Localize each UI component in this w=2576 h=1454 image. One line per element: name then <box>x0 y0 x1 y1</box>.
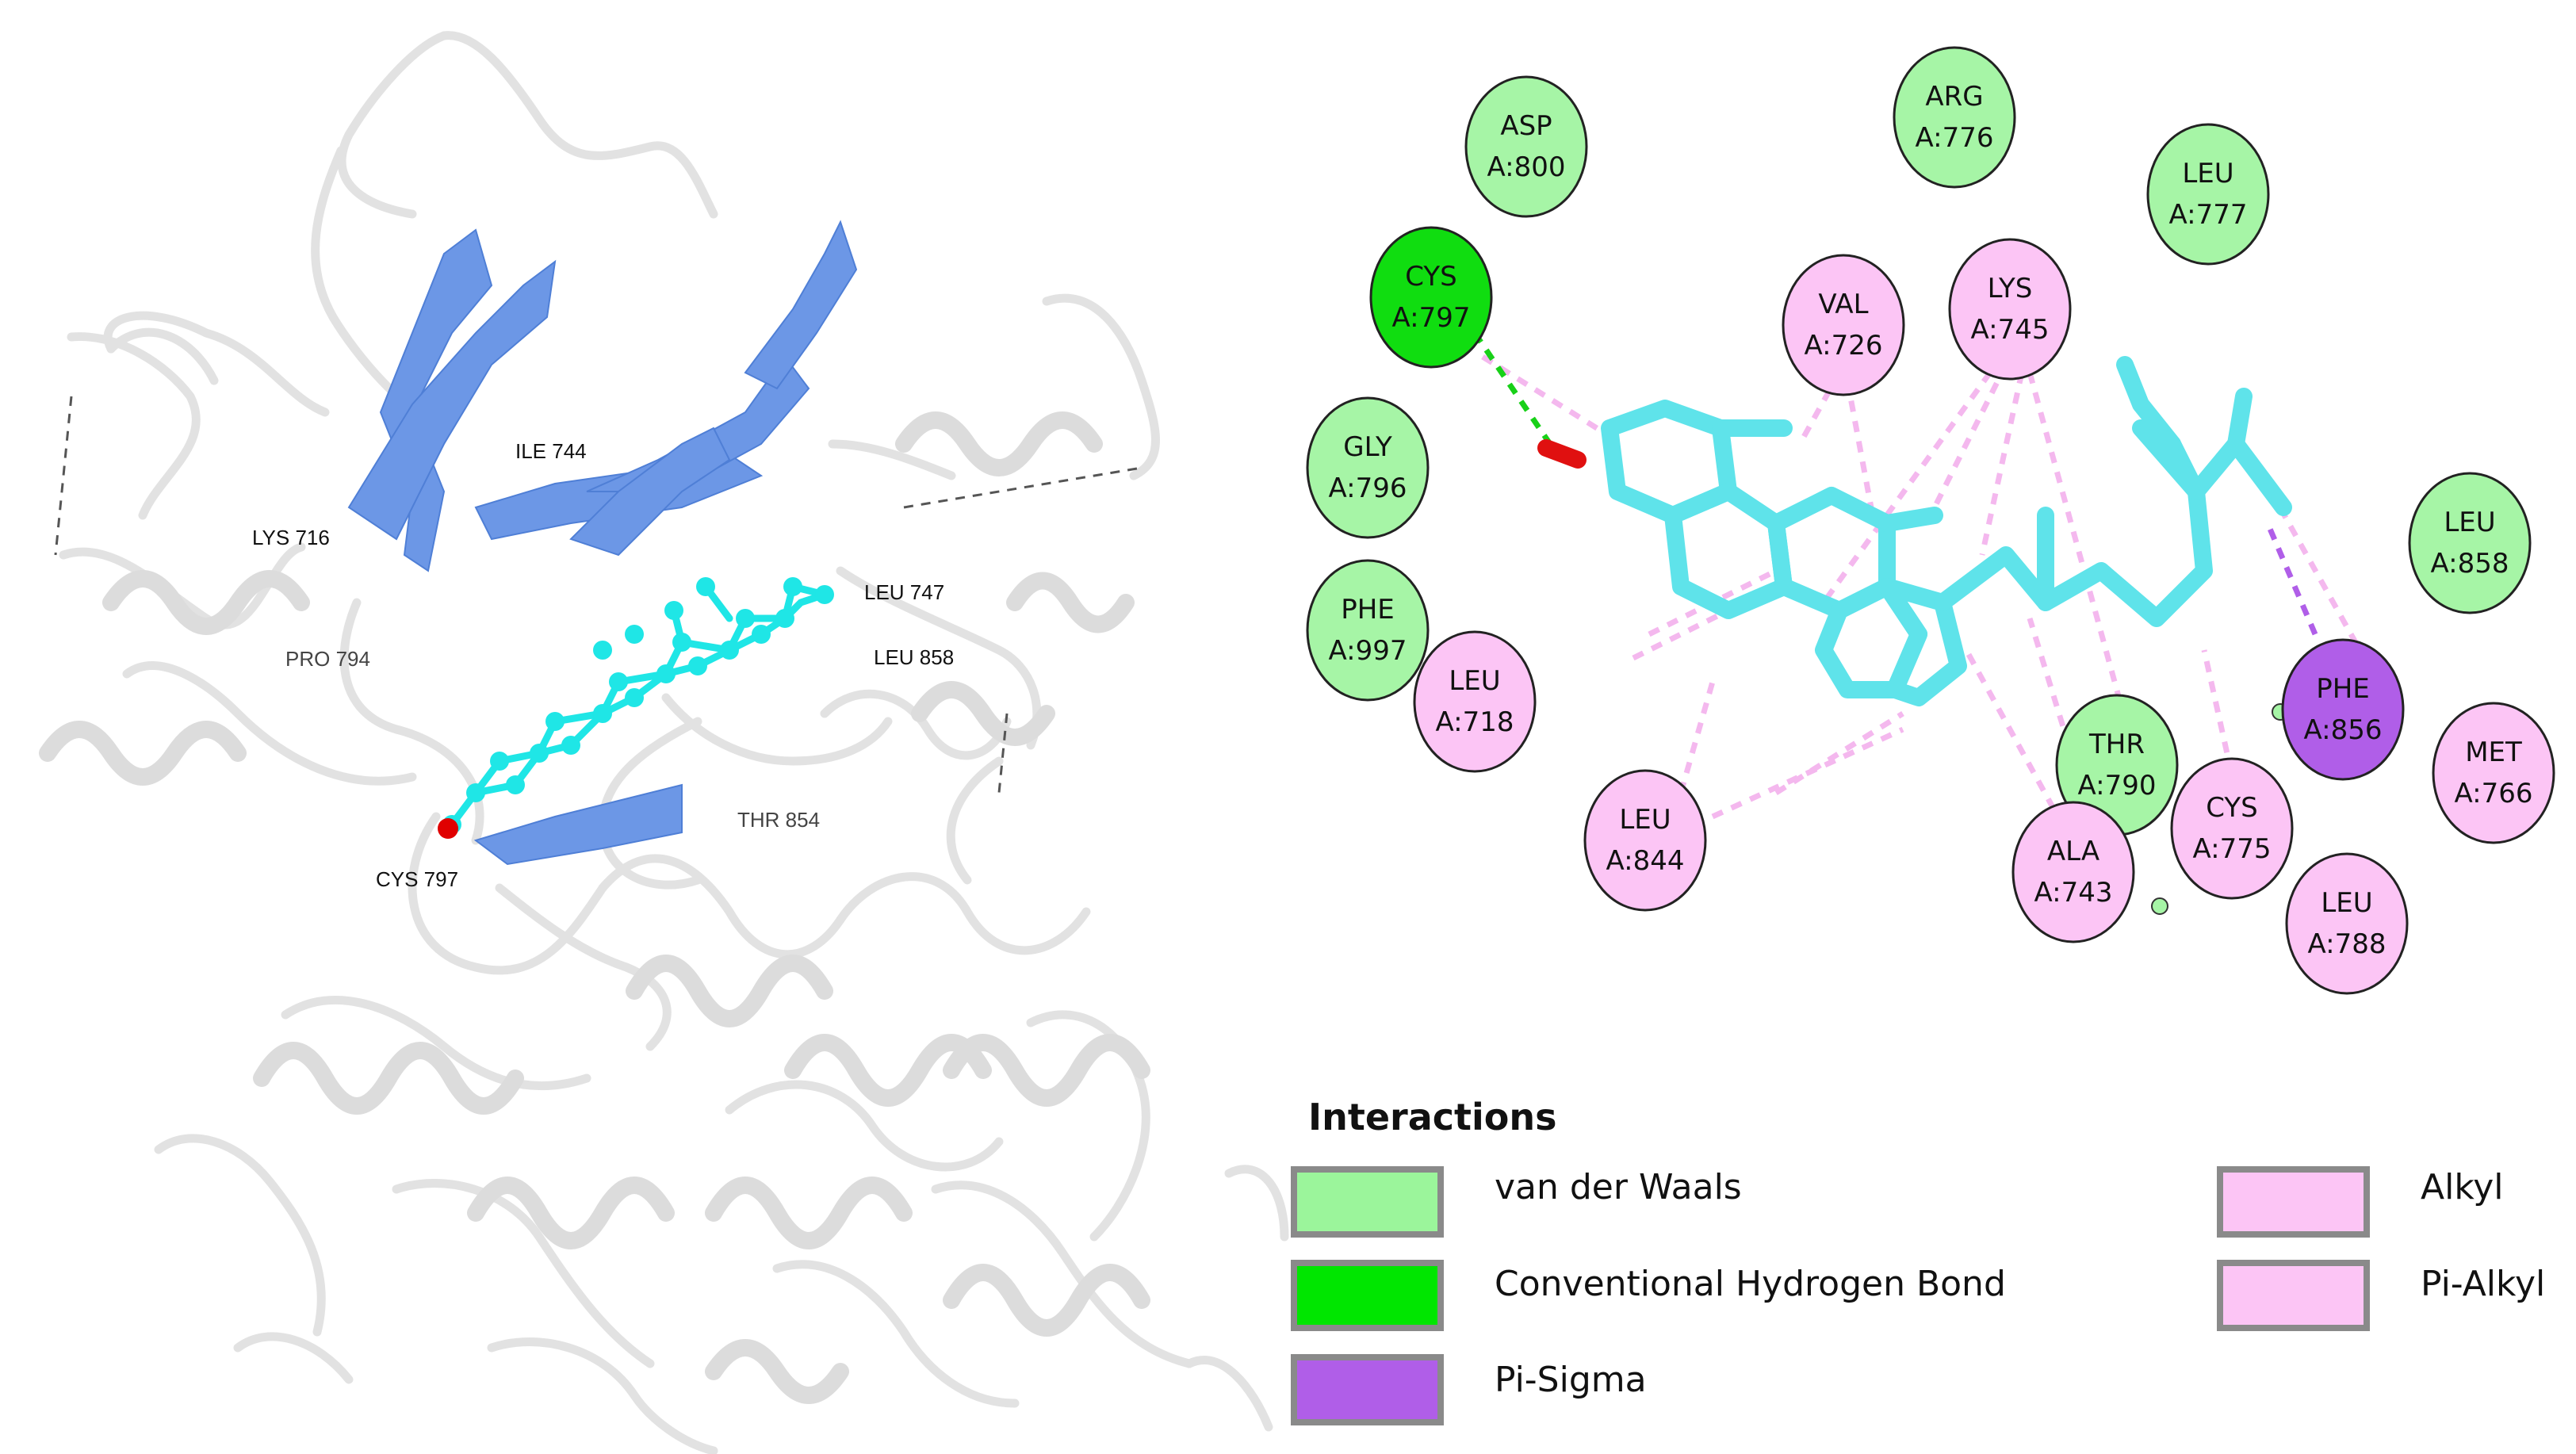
dashed-gaps <box>54 396 1143 794</box>
svg-text:LEU: LEU <box>1619 804 1671 836</box>
svg-text:A:997: A:997 <box>1328 635 1407 667</box>
residue-asp800: ASP A:800 <box>1464 75 1588 218</box>
svg-text:A:856: A:856 <box>2303 714 2382 746</box>
residue-val726: VAL A:726 <box>1782 254 1905 396</box>
residue-leu844: LEU A:844 <box>1583 769 1707 912</box>
interactions-legend: Interactions van der Waals Conventional … <box>1291 1096 2545 1425</box>
legend-item-hbond: Conventional Hydrogen Bond <box>1291 1260 2006 1331</box>
svg-text:ARG: ARG <box>1925 81 1983 113</box>
svg-text:LYS: LYS <box>1988 273 2033 304</box>
svg-text:THR: THR <box>2088 729 2145 760</box>
svg-text:A:858: A:858 <box>2430 548 2509 580</box>
ligand-oxygen <box>1537 439 1587 469</box>
svg-text:LEU: LEU <box>2444 507 2495 538</box>
legend-item-pisigma: Pi-Sigma <box>1291 1354 1647 1425</box>
svg-text:A:844: A:844 <box>1606 845 1684 877</box>
svg-text:MET: MET <box>2465 737 2522 768</box>
svg-text:VAL: VAL <box>1818 289 1868 320</box>
svg-text:A:788: A:788 <box>2307 928 2386 960</box>
residue-leu718: LEU A:718 <box>1413 630 1537 773</box>
svg-text:PHE: PHE <box>2316 673 2370 705</box>
residue-arg776: ARG A:776 <box>1893 46 2016 189</box>
svg-text:ALA: ALA <box>2047 836 2099 867</box>
svg-text:Conventional Hydrogen Bond: Conventional Hydrogen Bond <box>1495 1264 2006 1304</box>
residue-phe997: PHE A:997 <box>1306 559 1430 702</box>
oxygen-atom <box>438 818 458 839</box>
svg-text:A:790: A:790 <box>2077 770 2156 802</box>
residue-lys745: LYS A:745 <box>1948 238 2072 381</box>
residue-ala743: ALA A:743 <box>2011 801 2135 943</box>
legend-item-alkyl: Alkyl <box>2217 1166 2504 1238</box>
svg-text:A:743: A:743 <box>2034 877 2112 909</box>
legend-item-vdw: van der Waals <box>1291 1166 1742 1238</box>
label-leu858: LEU 858 <box>874 645 954 669</box>
svg-text:LEU: LEU <box>1449 665 1500 697</box>
svg-text:A:775: A:775 <box>2192 833 2271 865</box>
svg-text:A:777: A:777 <box>2168 199 2247 231</box>
svg-text:van der Waals: van der Waals <box>1495 1167 1742 1207</box>
svg-text:Pi-Alkyl: Pi-Alkyl <box>2421 1264 2545 1304</box>
residue-cys775: CYS A:775 <box>2170 757 2294 900</box>
svg-text:LEU: LEU <box>2182 158 2233 189</box>
legend-title: Interactions <box>1308 1096 1557 1138</box>
residue-phe856: PHE A:856 <box>2281 638 2405 781</box>
svg-text:A:796: A:796 <box>1328 473 1407 504</box>
svg-text:A:797: A:797 <box>1391 302 1470 334</box>
svg-text:A:776: A:776 <box>1915 122 1993 154</box>
label-pro794: PRO 794 <box>285 647 370 671</box>
svg-text:ASP: ASP <box>1500 110 1552 142</box>
svg-text:A:745: A:745 <box>1970 314 2049 346</box>
svg-text:A:718: A:718 <box>1435 706 1514 738</box>
svg-text:LEU: LEU <box>2321 887 2372 919</box>
beta-sheets <box>347 220 858 866</box>
svg-text:CYS: CYS <box>1405 261 1457 293</box>
residue-met766: MET A:766 <box>2432 702 2555 844</box>
svg-text:A:766: A:766 <box>2454 778 2532 809</box>
interaction-diagram-2d: ASP A:800 ARG A:776 LEU A:777 CYS A:797 … <box>1306 46 2555 995</box>
residue-leu788: LEU A:788 <box>2285 852 2409 995</box>
interaction-dot <box>2151 897 2168 915</box>
svg-text:PHE: PHE <box>1341 594 1395 626</box>
label-leu747: LEU 747 <box>864 580 944 604</box>
ribbon-coils <box>59 31 1289 1454</box>
label-lys716: LYS 716 <box>252 526 330 549</box>
label-ile744: ILE 744 <box>515 439 587 463</box>
svg-text:Alkyl: Alkyl <box>2421 1167 2504 1207</box>
label-cys797: CYS 797 <box>376 867 458 891</box>
ribbon-helices <box>39 411 1150 1404</box>
residue-gly796: GLY A:796 <box>1306 396 1430 539</box>
svg-text:A:726: A:726 <box>1804 330 1882 362</box>
residue-cys797: CYS A:797 <box>1369 226 1493 369</box>
protein-3d-structure: ILE 744 LYS 716 LEU 747 PRO 794 LEU 858 … <box>39 31 1289 1454</box>
residue-leu777: LEU A:777 <box>2146 123 2270 266</box>
svg-text:A:800: A:800 <box>1487 151 1565 183</box>
label-thr854: THR 854 <box>737 808 820 832</box>
residue-leu858: LEU A:858 <box>2408 472 2532 614</box>
residue-thr790: THR A:790 <box>2055 694 2179 836</box>
ligand-ball-stick <box>438 577 834 839</box>
legend-item-pialkyl: Pi-Alkyl <box>2217 1260 2545 1331</box>
svg-text:Pi-Sigma: Pi-Sigma <box>1495 1360 1647 1400</box>
svg-text:GLY: GLY <box>1343 431 1392 463</box>
ligand-2d-structure <box>1601 356 2292 706</box>
svg-text:CYS: CYS <box>2206 792 2258 824</box>
